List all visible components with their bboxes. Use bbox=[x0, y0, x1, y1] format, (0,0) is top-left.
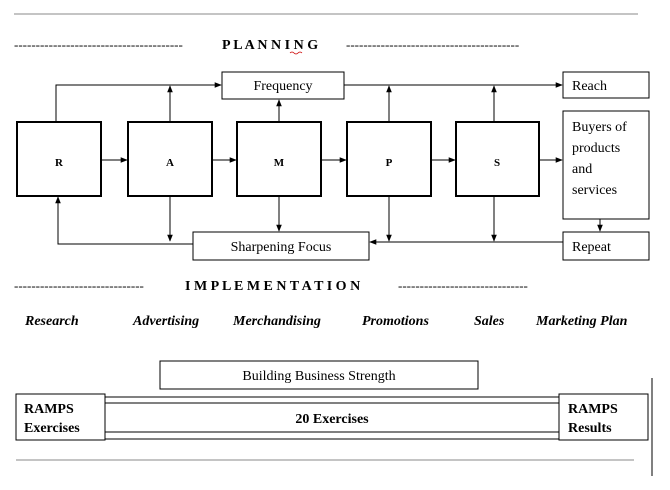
exercises-label: 20 Exercises bbox=[295, 412, 369, 427]
implementation-item-advertising: Advertising bbox=[132, 314, 199, 329]
implementation-item-promotions: Promotions bbox=[362, 314, 429, 329]
implementation-item-research: Research bbox=[24, 314, 79, 329]
box-r-label: R bbox=[55, 157, 64, 169]
frequency-box bbox=[221, 71, 345, 100]
implementation-dashes-right: ------------------------------ bbox=[398, 278, 528, 293]
ramps-exercises-line-1: RAMPS bbox=[24, 402, 74, 417]
repeat-box bbox=[562, 231, 650, 261]
ramps-exercises-line-2: Exercises bbox=[24, 421, 80, 436]
box-p bbox=[346, 121, 432, 197]
spellcheck-underline bbox=[289, 51, 303, 55]
box-m-label: M bbox=[274, 157, 285, 169]
building-strength-box bbox=[159, 360, 479, 390]
ramps-results-line-1: RAMPS bbox=[568, 402, 618, 417]
sharpening-focus-label: Sharpening Focus bbox=[231, 240, 332, 255]
buyers-box bbox=[562, 110, 650, 220]
arrow-r-frequency bbox=[55, 82, 222, 122]
box-a-label: A bbox=[166, 157, 174, 169]
buyers-line-4: services bbox=[572, 183, 617, 198]
arrow-sharpening-r bbox=[55, 196, 193, 245]
building-strength-label: Building Business Strength bbox=[242, 369, 395, 384]
box-a bbox=[127, 121, 213, 197]
ramps-results-box bbox=[558, 393, 649, 441]
reach-box bbox=[562, 71, 650, 99]
ramps-results-line-2: Results bbox=[568, 421, 612, 436]
planning-dashes-right: ---------------------------------------- bbox=[346, 37, 519, 52]
implementation-item-sales: Sales bbox=[474, 314, 505, 329]
planning-dashes-left: --------------------------------------- bbox=[14, 37, 183, 52]
planning-title: P L A N N I N G bbox=[222, 38, 318, 53]
sharpening-focus-box bbox=[192, 231, 370, 261]
box-s bbox=[455, 121, 540, 197]
buyers-line-2: products bbox=[572, 141, 620, 156]
box-s-label: S bbox=[494, 157, 500, 169]
box-r bbox=[16, 121, 102, 197]
ramps-exercises-box bbox=[15, 393, 106, 441]
implementation-item-merchandising: Merchandising bbox=[232, 314, 321, 329]
box-p-label: P bbox=[386, 157, 393, 169]
implementation-title: I M P L E M E N T A T I O N bbox=[185, 279, 360, 294]
buyers-line-3: and bbox=[572, 162, 592, 177]
implementation-item-marketing-plan: Marketing Plan bbox=[535, 314, 628, 329]
frequency-label: Frequency bbox=[253, 79, 312, 94]
buyers-line-1: Buyers of bbox=[572, 120, 627, 135]
repeat-label: Repeat bbox=[572, 240, 611, 255]
reach-label: Reach bbox=[572, 79, 607, 94]
implementation-dashes-left: ------------------------------ bbox=[14, 278, 144, 293]
box-m bbox=[236, 121, 322, 197]
